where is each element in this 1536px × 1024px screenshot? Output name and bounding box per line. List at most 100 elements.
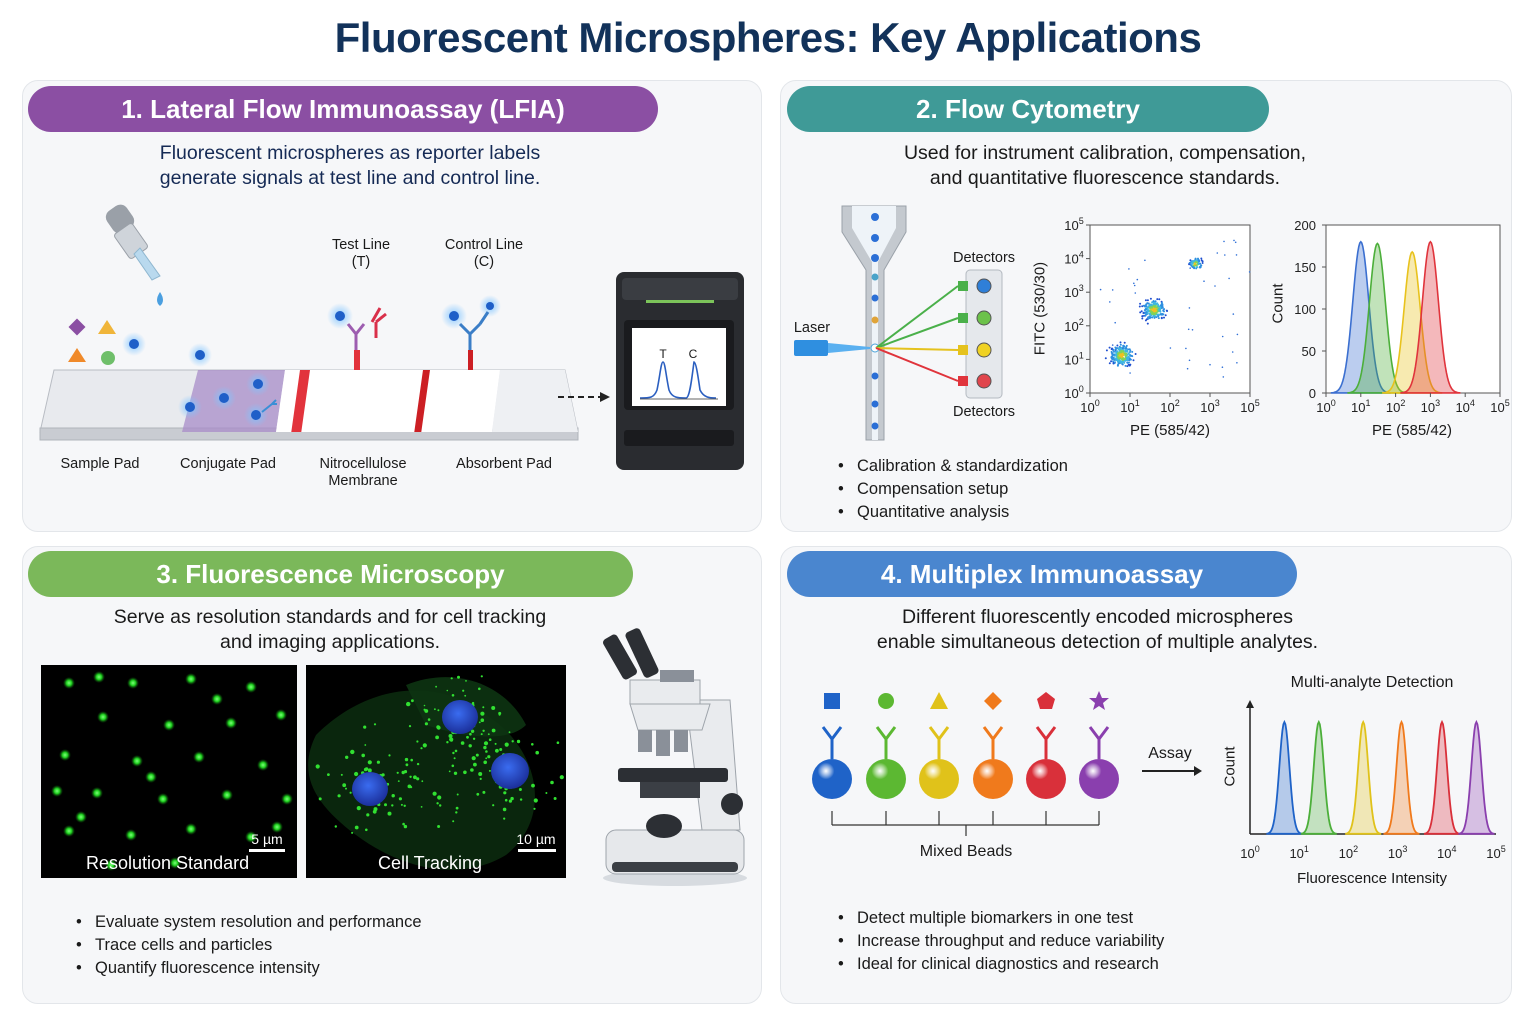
cell-granule bbox=[452, 820, 455, 823]
scatter-point bbox=[1234, 241, 1237, 244]
scatter-point bbox=[1160, 313, 1162, 316]
scale-bar-line bbox=[249, 849, 285, 852]
scatter-point bbox=[1129, 351, 1131, 353]
cell-granule bbox=[345, 755, 349, 759]
scatter-point bbox=[1121, 350, 1124, 353]
scatter-point bbox=[1124, 347, 1127, 350]
microsphere-dot bbox=[169, 857, 181, 869]
scatter-point bbox=[1188, 307, 1191, 309]
scatter-point bbox=[1152, 315, 1155, 318]
cell-granule bbox=[381, 773, 385, 777]
scatter-point bbox=[1144, 305, 1146, 308]
histogram-peaks bbox=[1330, 240, 1461, 394]
multi-desc-line1: Different fluorescently encoded microsph… bbox=[902, 606, 1293, 628]
microsphere-dot bbox=[75, 811, 87, 823]
scatter-point bbox=[1161, 305, 1164, 308]
cell-granule bbox=[485, 757, 488, 760]
cell-granule bbox=[435, 685, 437, 688]
scatter-point bbox=[1122, 361, 1125, 363]
scatter-point bbox=[1163, 316, 1165, 319]
cell-granule bbox=[478, 772, 483, 776]
scatter-ytick-label: 103 bbox=[1064, 283, 1083, 300]
analyte-star-icon bbox=[1089, 691, 1109, 710]
scatter-point bbox=[1197, 257, 1199, 260]
microsphere-dot bbox=[257, 759, 269, 771]
cell-granule bbox=[455, 811, 458, 814]
cell-granule bbox=[367, 768, 372, 773]
histogram-peak bbox=[1382, 250, 1443, 394]
scatter-point bbox=[1232, 313, 1235, 315]
cell-granule bbox=[504, 798, 508, 802]
cell-granule bbox=[421, 780, 424, 783]
scatter-point bbox=[1118, 345, 1121, 348]
cell-granule bbox=[318, 797, 322, 801]
scatter-point bbox=[1160, 316, 1163, 319]
scatter-point bbox=[1134, 353, 1137, 355]
cell-granule bbox=[409, 775, 412, 778]
cell-granule bbox=[491, 728, 496, 733]
scatter-point bbox=[1151, 311, 1154, 314]
scatter-point bbox=[1216, 252, 1219, 254]
microsphere-dot bbox=[185, 823, 197, 835]
cell-granule bbox=[436, 802, 439, 805]
cell-granule bbox=[407, 784, 412, 789]
scatter-point bbox=[1144, 259, 1146, 262]
multiplex-bullets: Detect multiple biomarkers in one test I… bbox=[838, 907, 1238, 976]
cell-granule bbox=[516, 739, 521, 744]
micro-desc-line2: and imaging applications. bbox=[219, 631, 441, 653]
scatter-point bbox=[1158, 298, 1161, 301]
scatter-ytick-label: 100 bbox=[1064, 384, 1083, 401]
lfia-desc-line1: Fluorescent microspheres as reporter lab… bbox=[159, 142, 541, 164]
histogram-xtick-label: 102 bbox=[1386, 398, 1405, 415]
microscopy-bullet: Quantify fluorescence intensity bbox=[76, 957, 496, 980]
conjugate-pad-label: Conjugate Pad bbox=[180, 456, 276, 472]
scatter-xtick-label: 101 bbox=[1120, 398, 1139, 415]
scatter-point bbox=[1129, 354, 1132, 357]
scatter-point bbox=[1118, 362, 1121, 365]
antibody-icon bbox=[1088, 726, 1110, 759]
microsphere-dot bbox=[245, 831, 257, 843]
multi-xtick-label: 104 bbox=[1437, 844, 1456, 861]
scatter-point bbox=[1236, 333, 1239, 336]
multi-xlabel: Fluorescence Intensity bbox=[1296, 870, 1448, 887]
microscope-icon bbox=[603, 628, 747, 886]
scatter-ytick-label: 105 bbox=[1064, 216, 1083, 233]
cell-granule bbox=[465, 680, 467, 682]
microsphere-dot bbox=[93, 671, 105, 683]
scatter-point bbox=[1116, 344, 1119, 347]
scale-bar-10um: 10 µm bbox=[510, 831, 562, 852]
microscopy-header: 3. Fluorescence Microscopy bbox=[28, 551, 633, 597]
scatter-point bbox=[1214, 285, 1216, 287]
scatter-point bbox=[1146, 302, 1149, 305]
microsphere-dot bbox=[225, 717, 237, 729]
cell-granule bbox=[423, 708, 426, 711]
scatter-point bbox=[1147, 306, 1149, 309]
micro-desc-line1: Serve as resolution standards and for ce… bbox=[113, 606, 547, 628]
microsphere-dot bbox=[157, 793, 169, 805]
cell-tracking-label: Cell Tracking bbox=[378, 853, 483, 873]
multi-xtick-label: 101 bbox=[1289, 844, 1308, 861]
scatter-point bbox=[1110, 357, 1113, 360]
detectors-label-bottom: Detectors bbox=[952, 404, 1016, 420]
scatter-point bbox=[1124, 364, 1127, 367]
cell-granule bbox=[448, 734, 453, 738]
test-line-label-2: (T) bbox=[351, 254, 371, 270]
cell-granule bbox=[531, 783, 535, 788]
scatter-point bbox=[1144, 299, 1147, 302]
cell-granule bbox=[470, 729, 475, 733]
cell-granule bbox=[479, 777, 482, 780]
microscopy-bullets: Evaluate system resolution and performan… bbox=[76, 911, 496, 980]
cell-granule bbox=[478, 687, 481, 691]
scatter-point bbox=[1157, 315, 1160, 318]
scatter-point bbox=[1133, 282, 1135, 285]
cell-granule bbox=[366, 813, 370, 817]
cell-granule bbox=[423, 704, 426, 707]
membrane-label: Nitrocellulose Membrane bbox=[303, 456, 423, 490]
analyte-circle-icon bbox=[878, 693, 894, 709]
scatter-point bbox=[1111, 344, 1114, 346]
cell-granule bbox=[364, 744, 367, 746]
scatter-point bbox=[1235, 254, 1238, 256]
scatter-point bbox=[1199, 262, 1202, 265]
scatter-point bbox=[1231, 351, 1234, 353]
cell-granule bbox=[411, 699, 414, 703]
